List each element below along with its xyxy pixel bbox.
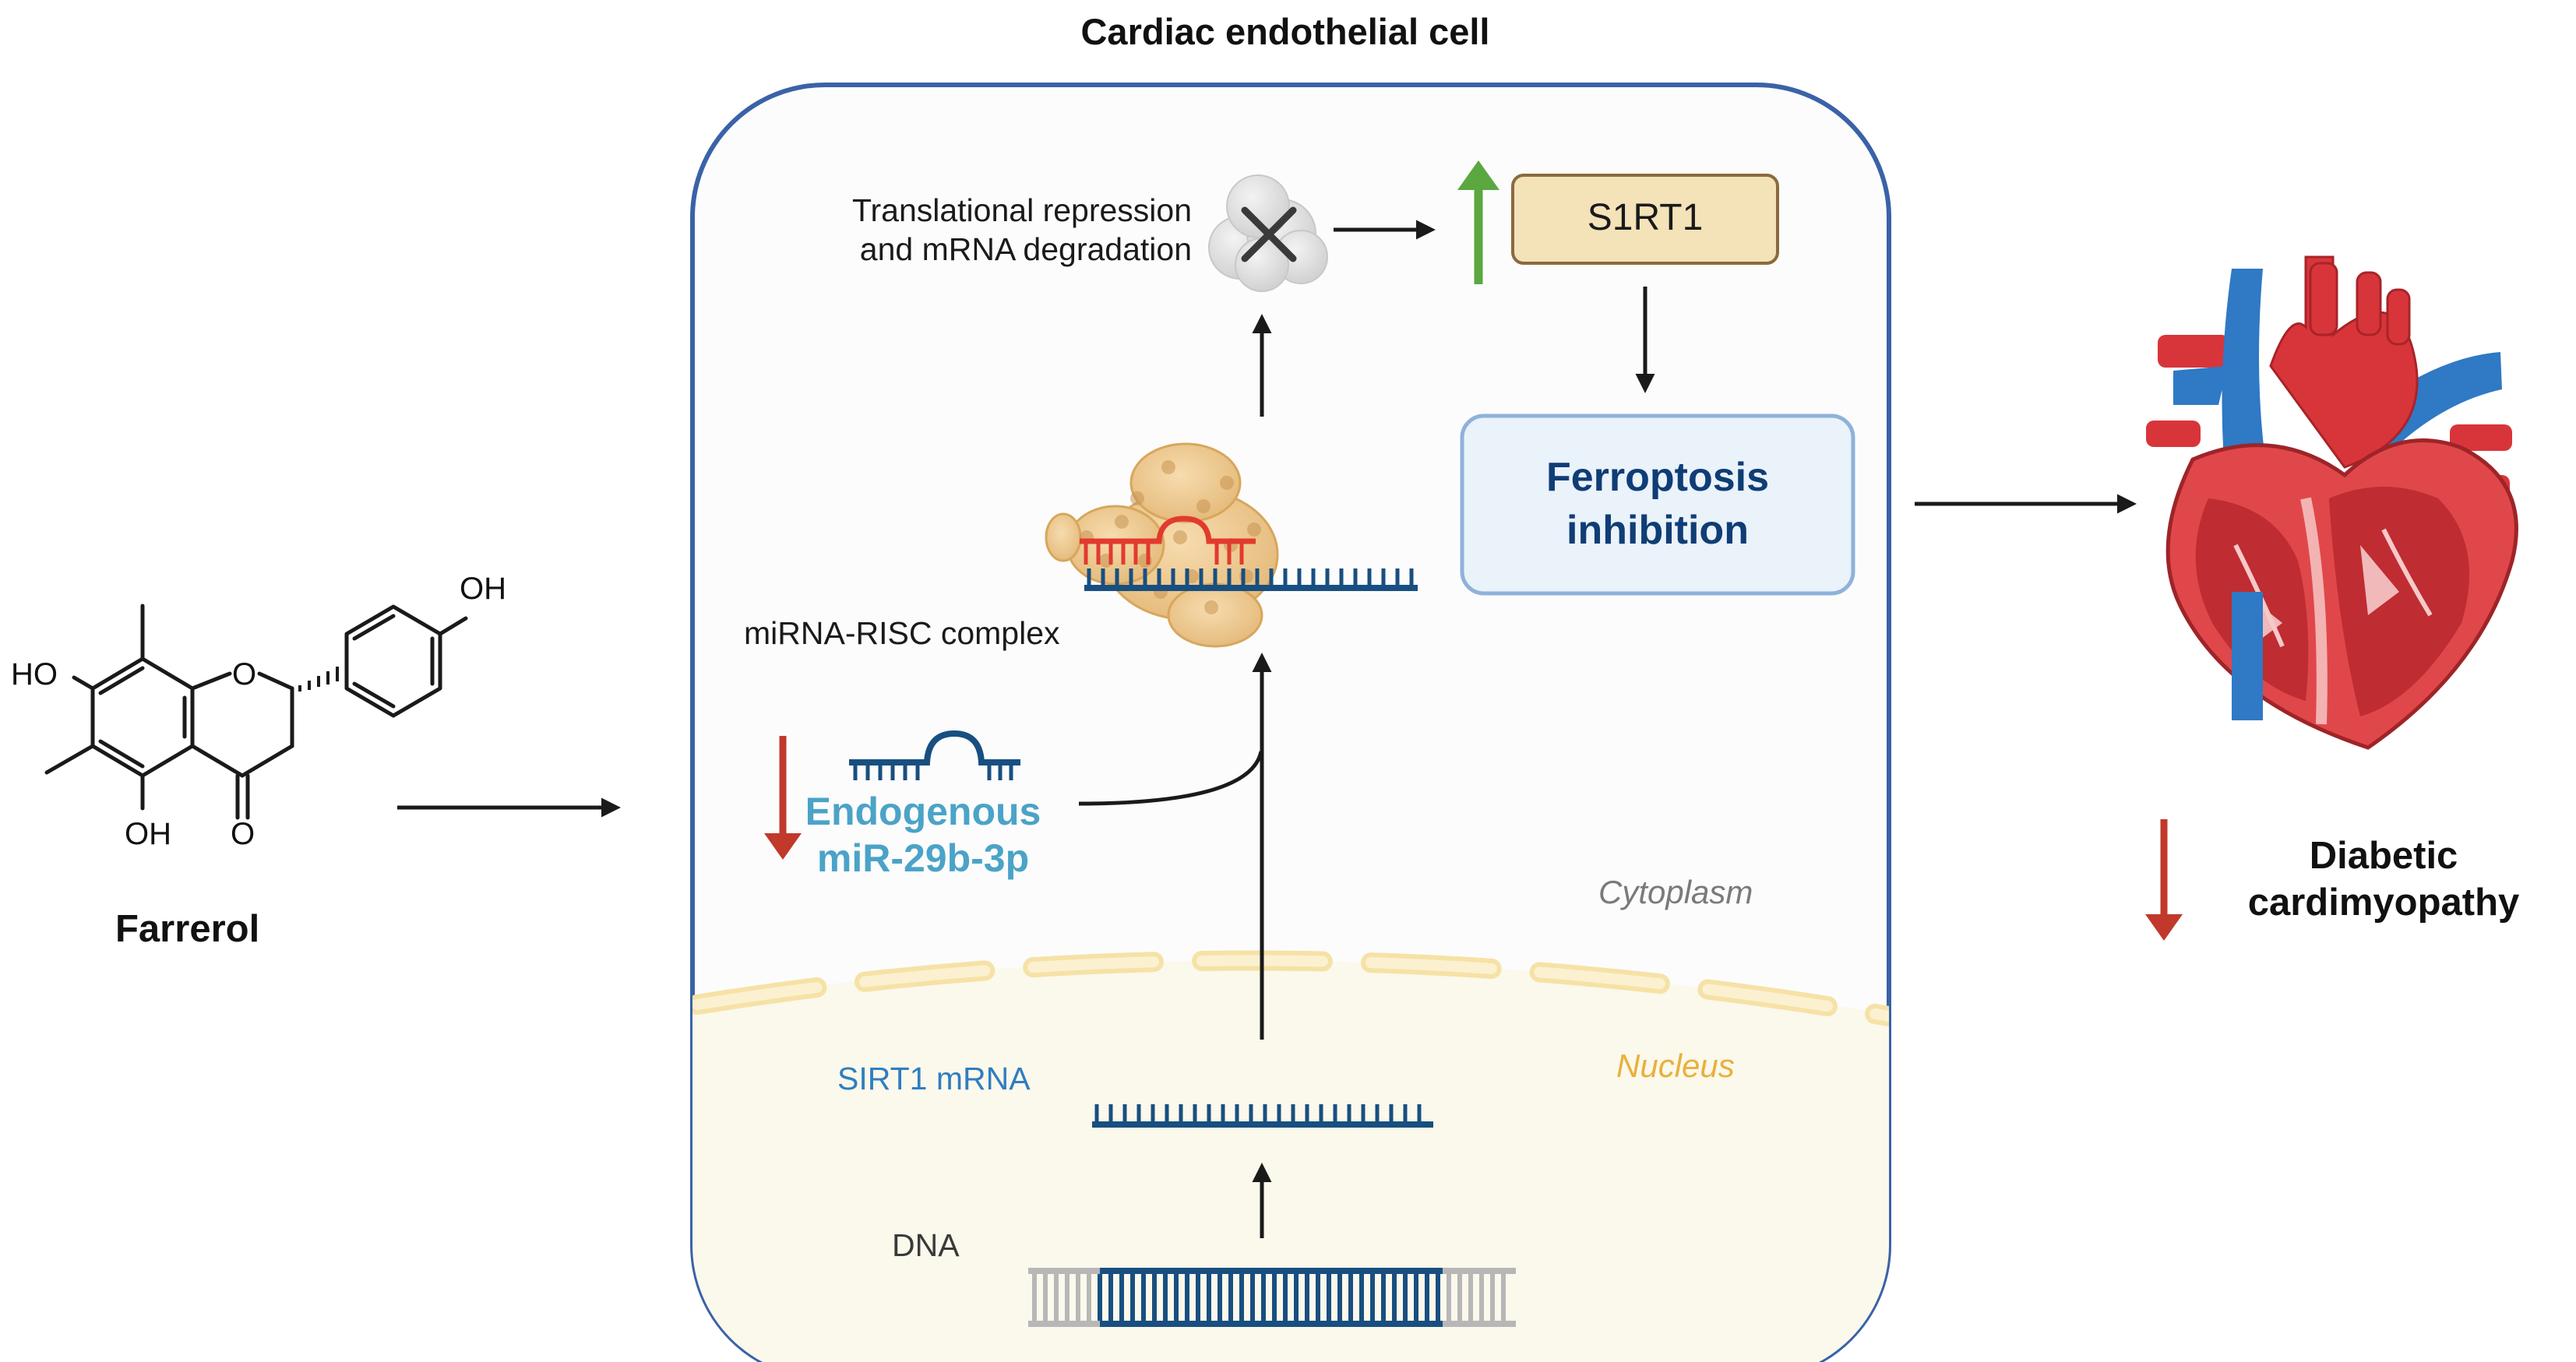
arrows xyxy=(397,220,2137,1238)
cell-title: Cardiac endothelial cell xyxy=(1080,11,1490,52)
repression-line-2: and mRNA degradation xyxy=(859,231,1192,268)
sirt1-protein-label: S1RT1 xyxy=(1587,197,1704,238)
down-arrow-icon xyxy=(2145,819,2183,941)
sirt1-protein-box xyxy=(1511,174,1779,265)
drug-name: Farrerol xyxy=(115,908,260,950)
ferroptosis-label: Ferroptosis inhibition xyxy=(1462,452,1853,557)
protein-texture xyxy=(1204,600,1218,614)
disease-label: Diabetic cardimyopathy xyxy=(2228,833,2539,927)
atom-o-ring: O xyxy=(232,657,257,692)
hashed-bond xyxy=(298,667,339,692)
nucleus-region xyxy=(692,960,1889,1362)
mirna-line-1: Endogenous xyxy=(805,790,1041,833)
protein-texture xyxy=(1130,491,1144,505)
atom-oh-bottom: OH xyxy=(125,817,171,851)
protein-texture xyxy=(1196,499,1210,513)
cytoplasm-label: Cytoplasm xyxy=(1598,874,1753,910)
protein-texture xyxy=(1161,460,1175,474)
disease-line-2: cardimyopathy xyxy=(2247,881,2520,924)
x-mark-icon xyxy=(1208,174,1328,292)
sirt1-mrna-label: SIRT1 mRNA xyxy=(837,1061,1031,1096)
protein-texture xyxy=(1115,515,1129,529)
up-arrow-icon xyxy=(1457,160,1499,284)
ferroptosis-line-1: Ferroptosis xyxy=(1545,455,1770,500)
atom-ho-left: HO xyxy=(11,657,58,692)
atom-oh-top: OH xyxy=(460,572,506,606)
protein-texture xyxy=(1173,530,1187,544)
ferroptosis-line-2: inhibition xyxy=(1566,507,1749,553)
atom-o-ketone: O xyxy=(231,817,255,851)
dna-strand xyxy=(1028,1268,1516,1327)
disease-line-1: Diabetic xyxy=(2309,835,2458,877)
repression-label: Translational repression and mRNA degrad… xyxy=(779,191,1192,269)
repression-line-1: Translational repression xyxy=(851,192,1192,228)
mirna-label: Endogenous miR-29b-3p xyxy=(795,788,1052,882)
protein-texture xyxy=(1247,523,1261,537)
protein-texture xyxy=(1220,476,1234,490)
mirna-line-2: miR-29b-3p xyxy=(816,836,1030,880)
down-arrow-icon xyxy=(764,736,802,860)
nucleus-label: Nucleus xyxy=(1616,1047,1735,1084)
risc-label: miRNA-RISC complex xyxy=(744,615,1060,651)
cell xyxy=(690,83,1891,1362)
mirna-to-risc-arrow xyxy=(1078,751,1263,806)
heart-icon xyxy=(2146,255,2518,750)
mirna-icon xyxy=(849,730,1020,780)
ferroptosis-box xyxy=(1460,414,1855,596)
farrerol-structure xyxy=(44,604,468,820)
sirt1-mrna-strand xyxy=(1092,1104,1433,1128)
risc-protein-icon xyxy=(1045,442,1418,648)
dna-label: DNA xyxy=(892,1227,960,1263)
